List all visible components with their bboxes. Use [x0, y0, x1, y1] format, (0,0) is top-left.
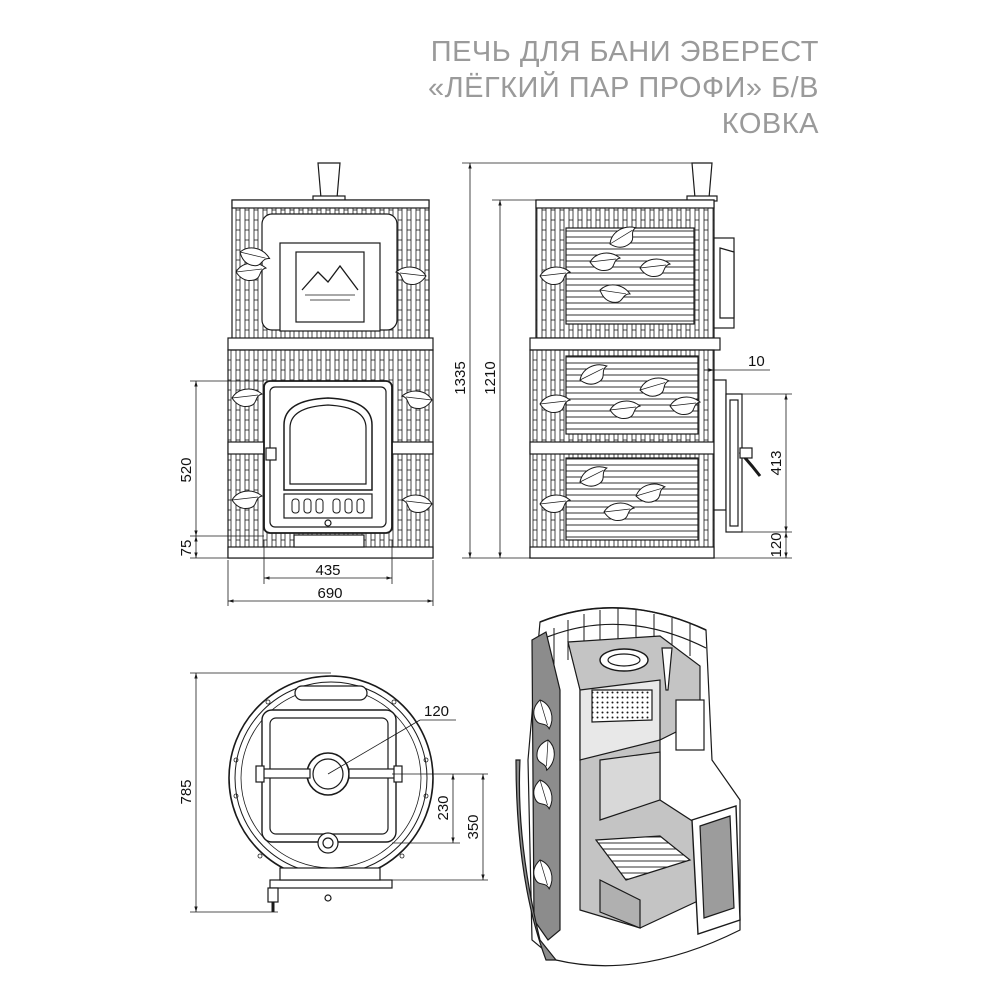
- top-dimensions: [190, 672, 488, 913]
- dim-front-base: 75: [178, 540, 195, 557]
- dimension-labels: 520 75 435 690 1335 1210 10 413 120 785 …: [178, 353, 785, 840]
- title-line-1: ПЕЧЬ ДЛЯ БАНИ ЭВЕРЕСТ: [430, 36, 819, 68]
- dim-side-door-height: 413: [768, 450, 785, 475]
- front-dimensions: [190, 380, 434, 606]
- title-line-3: КОВКА: [721, 108, 819, 140]
- dim-side-offset: 10: [748, 353, 765, 370]
- dim-top-offset-b: 350: [465, 814, 482, 839]
- dim-total-height: 1335: [452, 361, 469, 394]
- drawing-title: ПЕЧЬ ДЛЯ БАНИ ЭВЕРЕСТ «ЛЁГКИЙ ПАР ПРОФИ»…: [428, 34, 819, 142]
- dim-front-total-width: 690: [317, 585, 342, 602]
- top-view: [228, 675, 434, 912]
- dim-top-offset-a: 230: [435, 795, 452, 820]
- dim-front-door-width: 435: [315, 562, 340, 579]
- cutaway-view: [515, 606, 741, 967]
- height-dimensions: [462, 162, 698, 559]
- dim-side-base: 120: [768, 532, 785, 557]
- dim-front-height-door: 520: [178, 457, 195, 482]
- side-view: [529, 162, 762, 559]
- dim-body-height: 1210: [482, 361, 499, 394]
- front-view: [227, 162, 434, 559]
- dim-top-pipe: 120: [424, 703, 449, 720]
- title-line-2: «ЛЁГКИЙ ПАР ПРОФИ» Б/В: [427, 72, 819, 104]
- dim-top-depth: 785: [178, 779, 195, 804]
- side-dimensions: [704, 368, 792, 559]
